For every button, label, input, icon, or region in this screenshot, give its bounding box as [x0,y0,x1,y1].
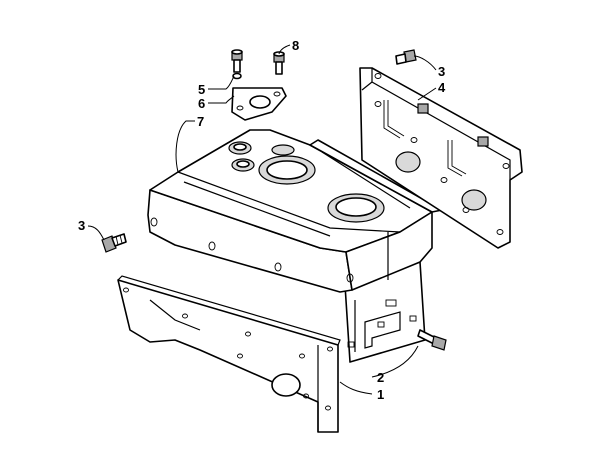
part-8-bolt [273,51,285,75]
part-5-bolt [231,49,243,80]
part-7-housing [147,129,443,293]
part-3-bolt-top [395,49,417,65]
callout-4: 4 [438,80,446,95]
callout-labels: 1 2 3 3 4 5 6 7 8 [78,38,446,402]
part-1-lower-bracket [117,275,341,433]
part-3-bolt-left [101,233,127,253]
callout-5: 5 [198,82,205,97]
part-3-bolt-right [417,329,447,351]
callout-2: 2 [377,370,384,385]
part-6-small-bracket [231,87,287,121]
callout-6: 6 [198,96,205,111]
callout-1: 1 [377,387,384,402]
part-4-rear-panel [359,67,523,249]
callout-3-left: 3 [78,218,85,233]
callout-8: 8 [292,38,299,53]
callout-7: 7 [197,114,204,129]
callout-3-top: 3 [438,64,445,79]
leader-lines [87,44,437,395]
